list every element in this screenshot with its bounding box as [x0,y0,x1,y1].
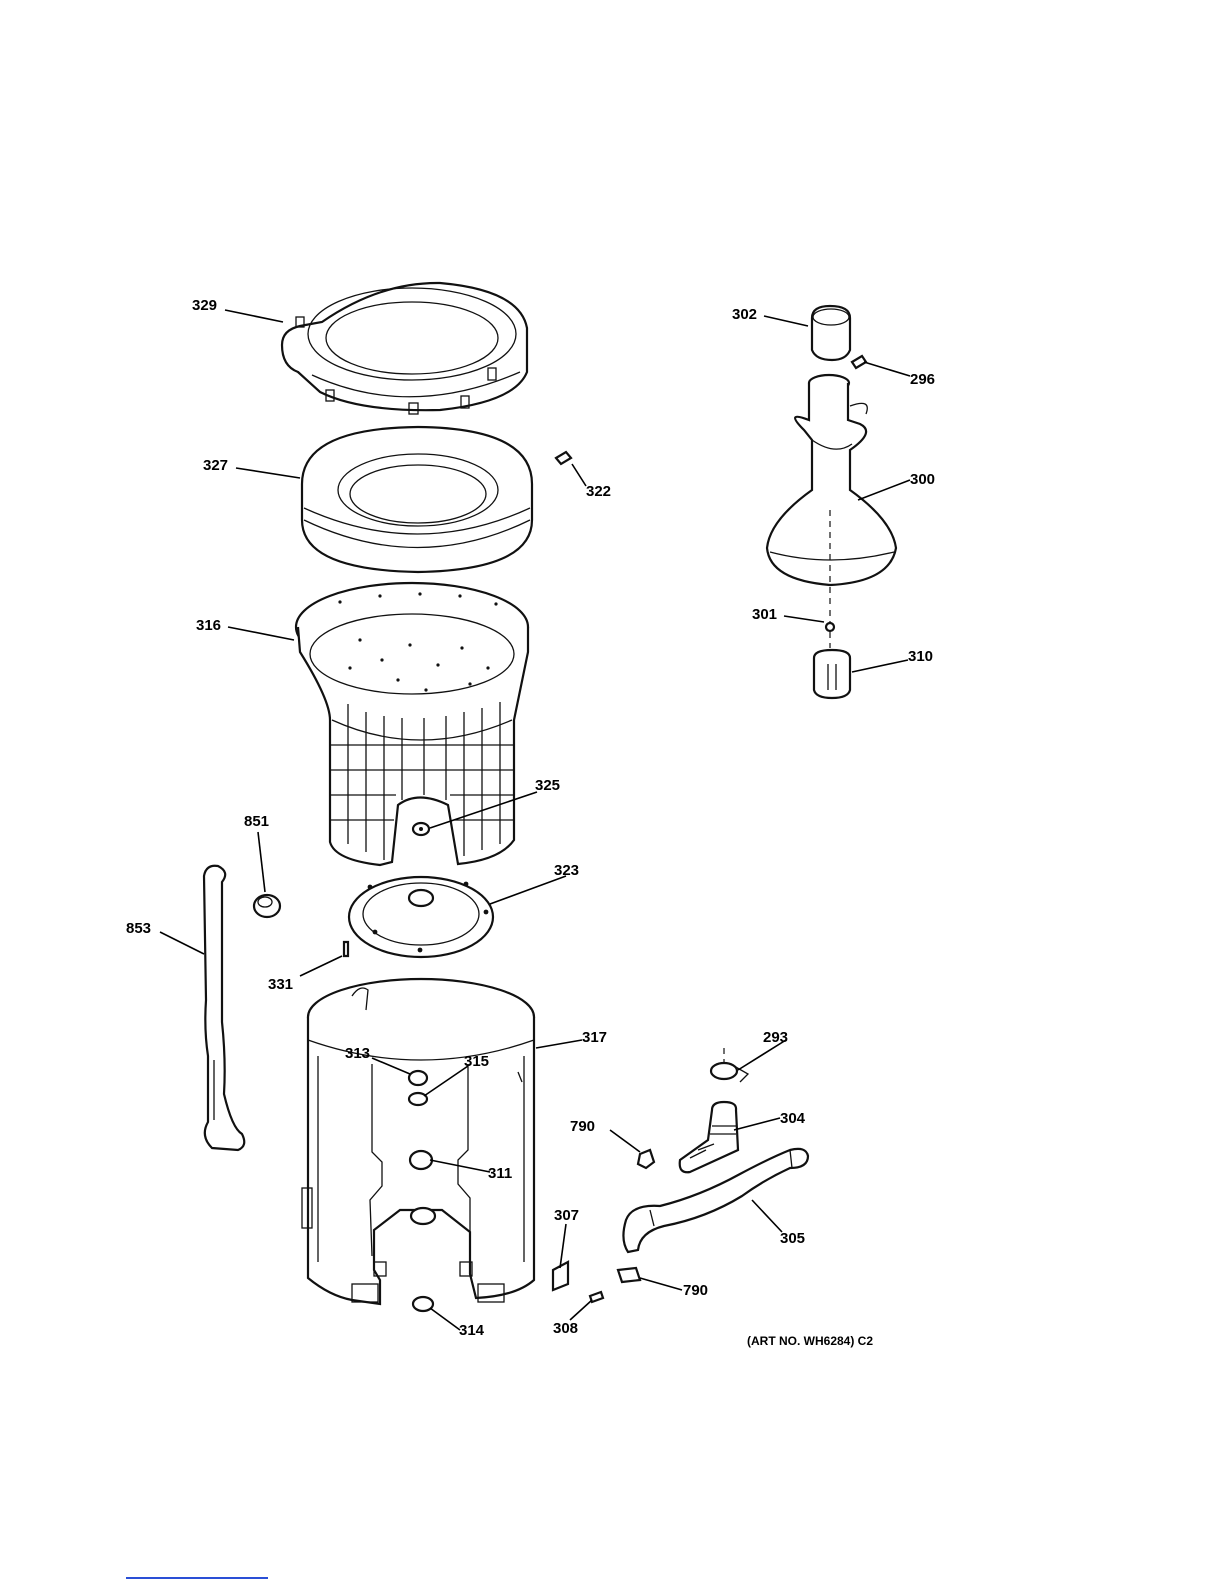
part-296-screw[interactable] [852,356,866,368]
part-317-outer-tub[interactable] [302,979,534,1304]
callout-307: 307 [554,1207,579,1224]
callout-323: 323 [554,862,579,879]
callout-308: 308 [553,1320,578,1337]
callout-311: 311 [488,1165,512,1182]
callout-790-upper: 790 [570,1118,595,1135]
callout-300: 300 [910,471,935,488]
part-329-tub-cover[interactable] [282,283,527,414]
part-331-screw[interactable] [344,942,348,956]
callout-314: 314 [459,1322,485,1339]
part-325-nut[interactable] [413,823,429,835]
art-number: (ART NO. WH6284) C2 [747,1334,873,1348]
callout-305: 305 [780,1230,805,1247]
part-790-clamp-lower[interactable] [618,1268,640,1282]
part-851-plug[interactable] [254,895,280,917]
part-322-screw[interactable] [556,452,571,464]
part-310-coupling[interactable] [814,650,850,698]
part-316-wash-basket[interactable] [296,583,528,865]
part-315-washer[interactable] [409,1093,427,1105]
part-293-clamp[interactable] [711,1048,748,1082]
part-323-basket-hub[interactable] [349,877,493,957]
part-302-agitator-cap[interactable] [812,306,850,360]
callout-310: 310 [908,648,933,665]
callout-296: 296 [910,371,935,388]
callout-853: 853 [126,920,151,937]
part-313-seal[interactable] [409,1071,427,1085]
part-853-hose[interactable] [204,866,244,1150]
callout-302: 302 [732,306,757,323]
callout-329: 329 [192,297,217,314]
callout-317: 317 [582,1029,607,1046]
callout-316: 316 [196,617,221,634]
callout-293: 293 [763,1029,788,1046]
part-327-balance-ring[interactable] [302,427,532,572]
callout-315: 315 [464,1053,489,1070]
callout-304: 304 [780,1110,806,1127]
callout-790-lower: 790 [683,1282,708,1299]
callout-851: 851 [244,813,269,830]
part-304-drain-hose[interactable] [680,1102,738,1172]
callout-313: 313 [345,1045,370,1062]
callout-322: 322 [586,483,611,500]
callout-331: 331 [268,976,293,993]
callout-325: 325 [535,777,560,794]
footer-rule [126,1577,268,1579]
part-301-pin[interactable] [826,610,834,648]
part-300-agitator[interactable] [767,375,896,604]
callout-327: 327 [203,457,228,474]
part-790-clamp-upper[interactable] [638,1150,654,1168]
callout-301: 301 [752,606,777,623]
